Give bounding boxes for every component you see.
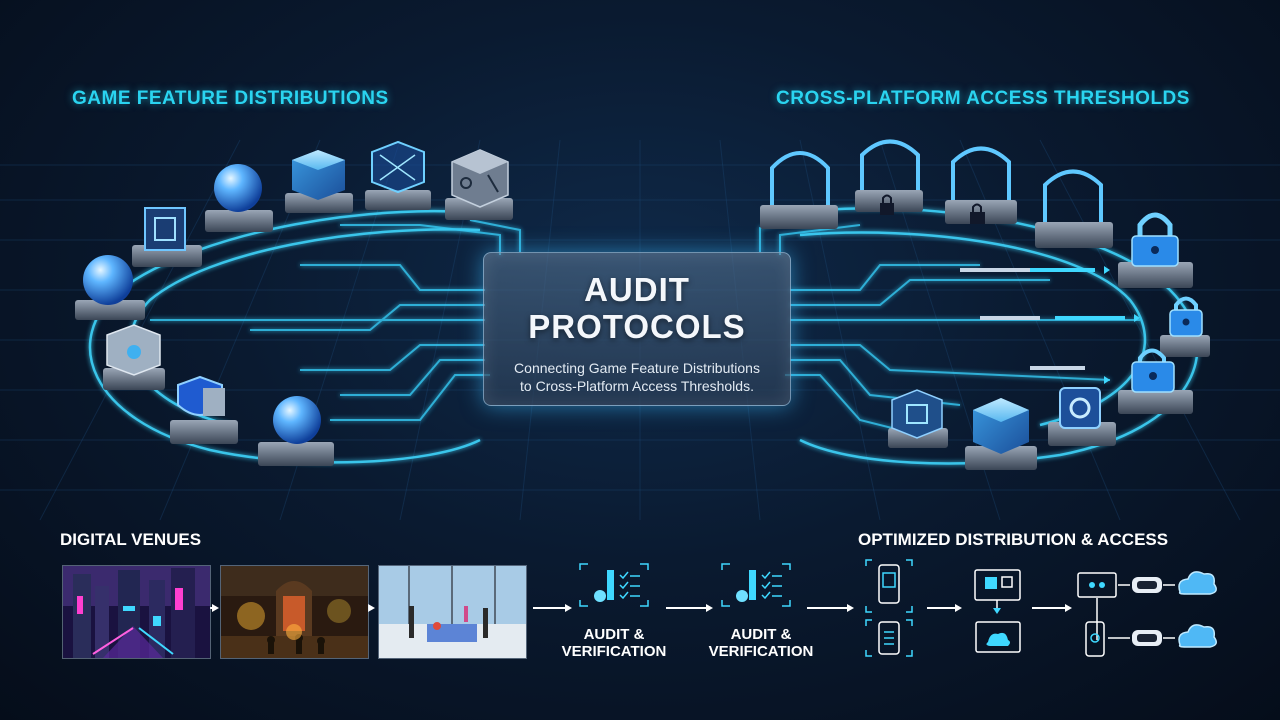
- threshold-bars: [960, 266, 1140, 384]
- digital-venues-title: DIGITAL VENUES: [60, 530, 202, 549]
- rune-cube-icon: [445, 149, 513, 220]
- headset-icon: [1048, 387, 1116, 446]
- gate-icon: [1035, 169, 1113, 248]
- wireframe-cube-icon: [365, 140, 431, 210]
- panel-subtitle-line-1: Connecting Game Feature Distributions: [514, 360, 760, 376]
- panel-subtitle-line-2: to Cross-Platform Access Thresholds.: [520, 378, 754, 394]
- sphere-icon: [205, 164, 273, 232]
- sphere-icon: [258, 396, 334, 466]
- locked-gate-icon: [855, 139, 923, 215]
- locked-gate-icon: [945, 146, 1017, 224]
- left-section-title: GAME FEATURE DISTRIBUTIONS: [72, 88, 389, 109]
- panel-title-line-2: PROTOCOLS: [528, 308, 746, 345]
- audit-label-2: AUDIT & VERIFICATION: [696, 626, 826, 660]
- audit-icon: [579, 563, 649, 607]
- panel-subtitle: Connecting Game Feature Distributions to…: [484, 359, 790, 395]
- audit-label-1-line-1: AUDIT &: [583, 626, 645, 643]
- panel-title: AUDIT PROTOCOLS: [484, 271, 790, 345]
- venue-image-virtual-gallery: [378, 565, 527, 659]
- device-icons: [865, 559, 1217, 657]
- padlock-icon: [1160, 296, 1210, 357]
- venue-image-fantasy-tavern: [220, 565, 369, 659]
- right-nodes: [760, 139, 1210, 470]
- right-section-title: CROSS-PLATFORM ACCESS THRESHOLDS: [776, 88, 1190, 109]
- shield-icon: [170, 375, 238, 444]
- gate-icon: [760, 151, 838, 229]
- glass-cube-icon: [285, 150, 353, 213]
- audit-protocols-panel: AUDIT PROTOCOLS Connecting Game Feature …: [483, 252, 791, 406]
- optimized-title: OPTIMIZED DISTRIBUTION & ACCESS: [858, 530, 1169, 549]
- audit-label-1-line-2: VERIFICATION: [561, 643, 667, 660]
- chip-cube-icon: [103, 324, 165, 390]
- cube-icon: [965, 398, 1037, 470]
- chip-cube-icon: [888, 389, 948, 448]
- left-nodes: [75, 140, 513, 466]
- audit-label-2-line-1: AUDIT &: [730, 626, 792, 643]
- audit-icon: [721, 563, 791, 607]
- padlock-icon: [1118, 348, 1193, 414]
- padlock-icon: [1118, 212, 1193, 288]
- audit-label-2-line-2: VERIFICATION: [708, 643, 814, 660]
- venue-image-cyber-city: [62, 565, 211, 659]
- sphere-icon: [75, 255, 145, 320]
- framed-cube-icon: [132, 207, 202, 267]
- audit-label-1: AUDIT & VERIFICATION: [549, 626, 679, 660]
- panel-title-line-1: AUDIT: [584, 271, 690, 308]
